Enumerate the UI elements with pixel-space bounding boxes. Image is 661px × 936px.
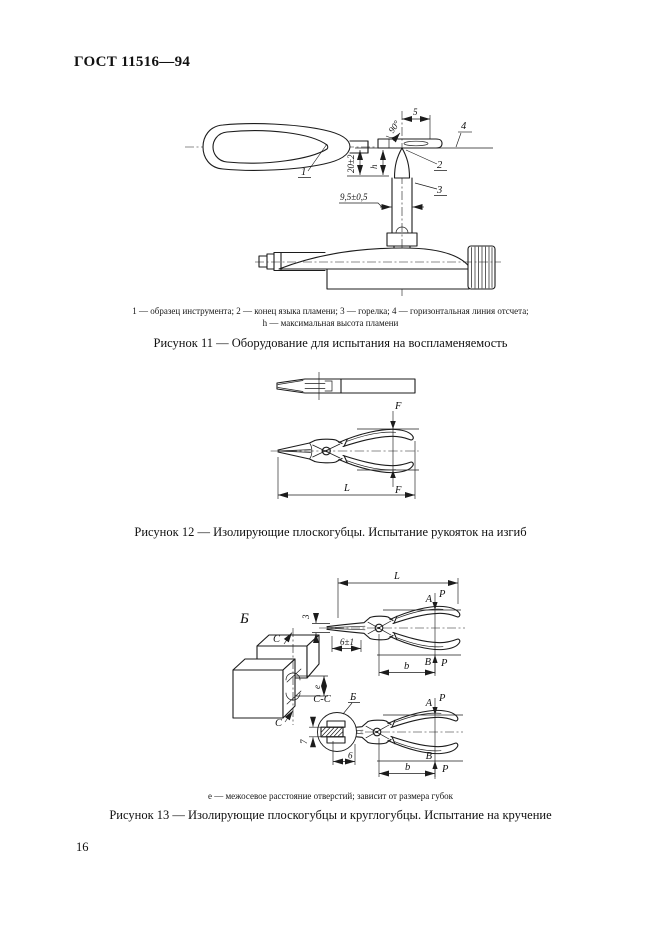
point-b2-label: B xyxy=(426,751,433,762)
force-f-top-label: F xyxy=(394,401,402,412)
section-c-bottom-label: C xyxy=(275,718,283,729)
figure11-caption: 1 — образец инструмента; 2 — конец языка… xyxy=(0,306,661,329)
figure13-note: е — межосевое расстояние отверстий; зави… xyxy=(207,791,454,801)
dim-7-label: 7 xyxy=(299,739,309,744)
top-pliers-dimensions: L 3 6±1 A P B P b xyxy=(301,571,461,676)
flame xyxy=(393,147,411,179)
dim-3-label: 3 xyxy=(301,614,311,620)
pliers-top-view xyxy=(276,372,416,400)
bottom-pliers-dimensions: A P B P b xyxy=(377,693,463,779)
dim-e-label: е xyxy=(312,685,322,689)
figure13-drawing: Б C C е L 3 xyxy=(232,571,466,779)
point-b1-label: B xyxy=(425,657,432,668)
dim-b1-label: b xyxy=(404,661,409,672)
dim-h-label: h xyxy=(369,164,379,169)
part-1-label: 1 xyxy=(301,167,306,178)
ref-b-label: Б xyxy=(349,692,356,703)
figure13-title: Рисунок 13 — Изолирующие плоскогубцы и к… xyxy=(109,808,552,822)
dim-tube-label: 9,5±0,5 xyxy=(340,192,368,202)
point-a1-label: A xyxy=(425,594,433,605)
pliers-side-view xyxy=(270,428,420,474)
tool-blade xyxy=(377,138,443,149)
dim-L-label: L xyxy=(343,483,350,494)
figure11-title: Рисунок 11 — Оборудование для испытания … xyxy=(153,336,508,350)
page-number: 16 xyxy=(76,840,89,854)
part-2-label: 2 xyxy=(437,160,443,171)
force-p2-label: P xyxy=(440,658,448,669)
dim-20-label: 20±2 xyxy=(346,154,356,173)
section-detail: С-С Б 7 6 xyxy=(299,692,360,765)
burner xyxy=(255,111,501,297)
dim-6-label: 6 xyxy=(348,751,353,761)
dim-6-1-label: 6±1 xyxy=(340,637,354,647)
force-p3-label: P xyxy=(438,693,446,704)
dim-5-label: 5 xyxy=(413,107,418,117)
reference-line: 4 xyxy=(355,121,493,149)
force-arrows: F F xyxy=(357,401,419,496)
section-c-top-label: C xyxy=(273,634,281,645)
force-p1-label: P xyxy=(438,589,446,600)
section-cc-label: С-С xyxy=(313,694,332,705)
adjust-knob xyxy=(467,245,496,290)
part-3-label: 3 xyxy=(436,185,442,196)
dim-b2-label: b xyxy=(405,762,410,773)
dim-90deg-label: 90° xyxy=(386,118,402,134)
dim-L13-label: L xyxy=(393,571,400,582)
figure11-drawing: 4 5 90° 20± xyxy=(185,107,501,297)
figure12-drawing: F F L xyxy=(270,372,420,499)
force-f-bottom-label: F xyxy=(394,485,402,496)
figure12-title: Рисунок 12 — Изолирующие плоскогубцы. Ис… xyxy=(134,525,527,539)
length-dimension: L xyxy=(277,441,416,499)
figure11-caption-line2: h — максимальная высота пламени xyxy=(262,317,399,328)
figure11-caption-line1: 1 — образец инструмента; 2 — конец языка… xyxy=(132,306,529,316)
point-a2-label: A xyxy=(425,698,433,709)
tool-sample-handle xyxy=(185,123,377,171)
view-b-label: Б xyxy=(239,611,249,627)
force-p4-label: P xyxy=(441,764,449,775)
standard-number: ГОСТ 11516—94 xyxy=(74,54,191,70)
ref-4-label: 4 xyxy=(461,121,467,132)
clamp-block: Б C C е xyxy=(232,611,328,729)
